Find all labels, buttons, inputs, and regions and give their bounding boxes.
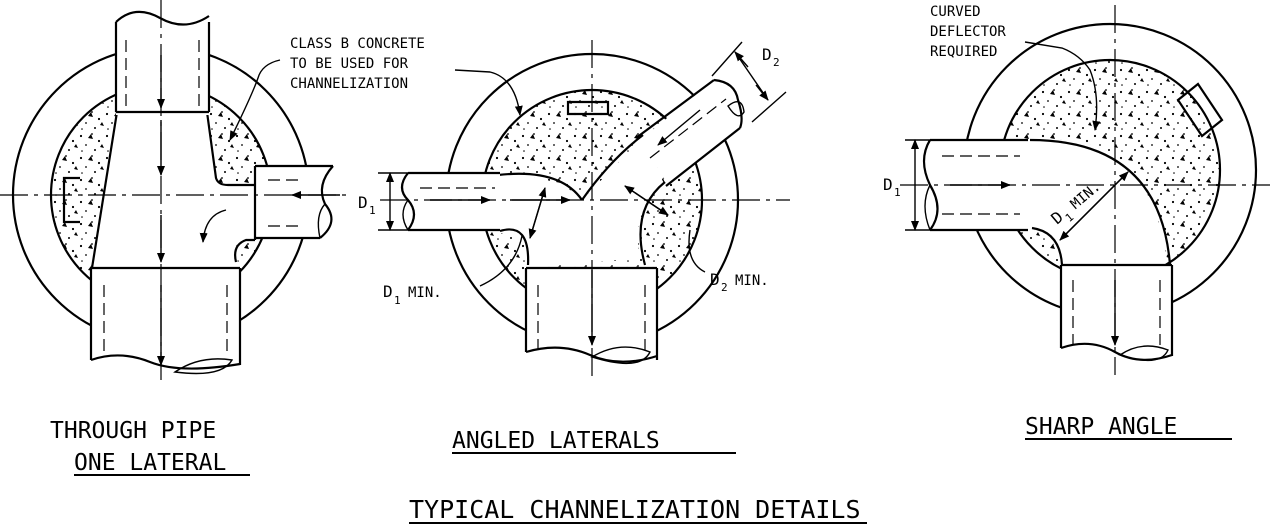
dim-d1-min-text: MIN.	[408, 285, 442, 301]
dim-d2-min-text: MIN.	[735, 273, 769, 289]
dim-d2-label: D	[762, 45, 772, 64]
concrete-note-line1: CLASS B CONCRETE	[290, 36, 425, 52]
dim-d2-min-sub: 2	[721, 281, 728, 294]
detail-sharp-angle	[900, 5, 1270, 375]
caption-through-pipe-line1: THROUGH PIPE	[50, 418, 216, 444]
dim-d2-sub: 2	[773, 56, 780, 69]
drawing-title: TYPICAL CHANNELIZATION DETAILS	[409, 495, 861, 524]
concrete-note-line3: CHANNELIZATION	[290, 76, 408, 92]
detail-angled-laterals	[378, 40, 790, 380]
caption-through-pipe-line2: ONE LATERAL	[74, 450, 226, 476]
manhole-step-1	[62, 176, 80, 224]
dim-d2-min-label: D	[710, 270, 720, 289]
deflector-note-line1: CURVED	[930, 4, 981, 20]
dim-d1-sub-3: 1	[894, 186, 901, 199]
dim-d1-label-3: D	[883, 175, 893, 194]
manhole-step-2	[566, 100, 610, 116]
dim-d1-min-sub: 1	[394, 294, 401, 307]
caption-angled-laterals: ANGLED LATERALS	[452, 428, 660, 454]
detail-through-pipe	[0, 0, 350, 385]
manhole-step-3	[1176, 82, 1224, 138]
dim-d1-min-label: D	[383, 282, 393, 301]
curved-deflector	[1029, 138, 1172, 266]
dim-d1-label-2: D	[358, 193, 368, 212]
dim-d1-sub-2: 1	[369, 204, 376, 217]
concrete-note-line2: TO BE USED FOR	[290, 56, 409, 72]
deflector-note-line2: DEFLECTOR	[930, 24, 1006, 40]
caption-sharp-angle: SHARP ANGLE	[1025, 414, 1177, 440]
deflector-note-line3: REQUIRED	[930, 44, 997, 60]
